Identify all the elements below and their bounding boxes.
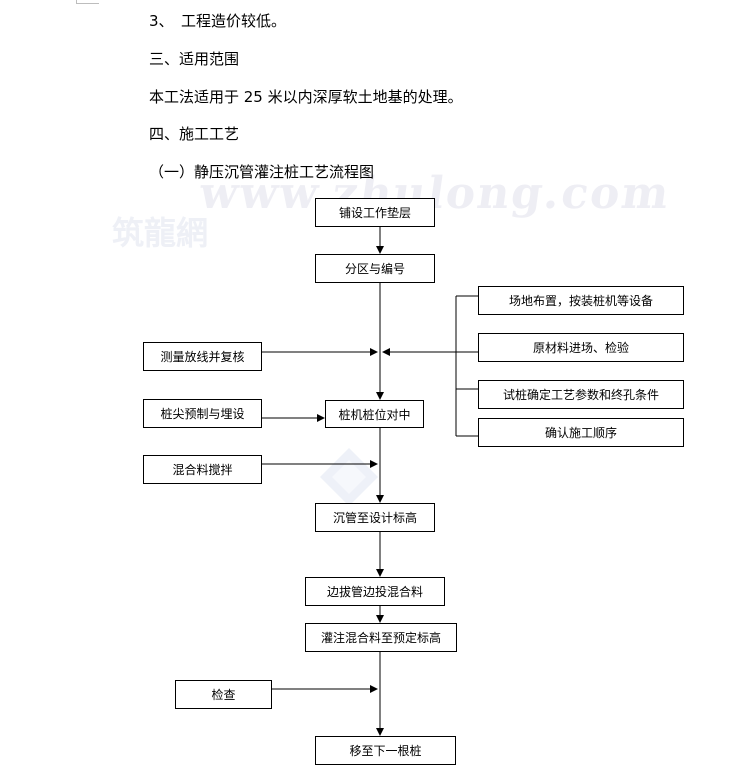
- input-materials-check: 原材料进场、检验: [478, 333, 684, 362]
- input-mixing: 混合料搅拌: [143, 455, 262, 484]
- step-sink-pipe: 沉管至设计标高: [315, 503, 435, 532]
- step-pile-alignment: 桩机桩位对中: [325, 400, 424, 428]
- input-site-equipment: 场地布置，按装桩机等设备: [478, 286, 684, 315]
- step-next-pile: 移至下一根桩: [315, 736, 456, 765]
- input-inspection: 检查: [175, 680, 272, 709]
- input-test-pile: 试桩确定工艺参数和终孔条件: [478, 380, 684, 409]
- section-heading-scope: 三、适用范围: [149, 50, 240, 68]
- input-survey-layout: 测量放线并复核: [143, 342, 262, 371]
- input-pile-tip: 桩尖预制与埋设: [143, 399, 262, 428]
- list-item-3: 3、 工程造价较低。: [149, 12, 287, 30]
- step-pour-mix: 灌注混合料至预定标高: [305, 623, 457, 652]
- page-corner-mark: [76, 0, 99, 4]
- subsection-heading-flowchart: （一）静压沉管灌注桩工艺流程图: [149, 163, 375, 181]
- watermark-logo-icon: [320, 448, 378, 506]
- section-heading-process: 四、施工工艺: [149, 125, 240, 143]
- step-pull-and-fill: 边拔管边投混合料: [305, 577, 445, 606]
- step-zoning-numbering: 分区与编号: [315, 254, 435, 283]
- scope-paragraph: 本工法适用于 25 米以内深厚软土地基的处理。: [149, 88, 463, 106]
- step-lay-cushion: 铺设工作垫层: [315, 198, 435, 227]
- input-construction-sequence: 确认施工顺序: [478, 418, 684, 447]
